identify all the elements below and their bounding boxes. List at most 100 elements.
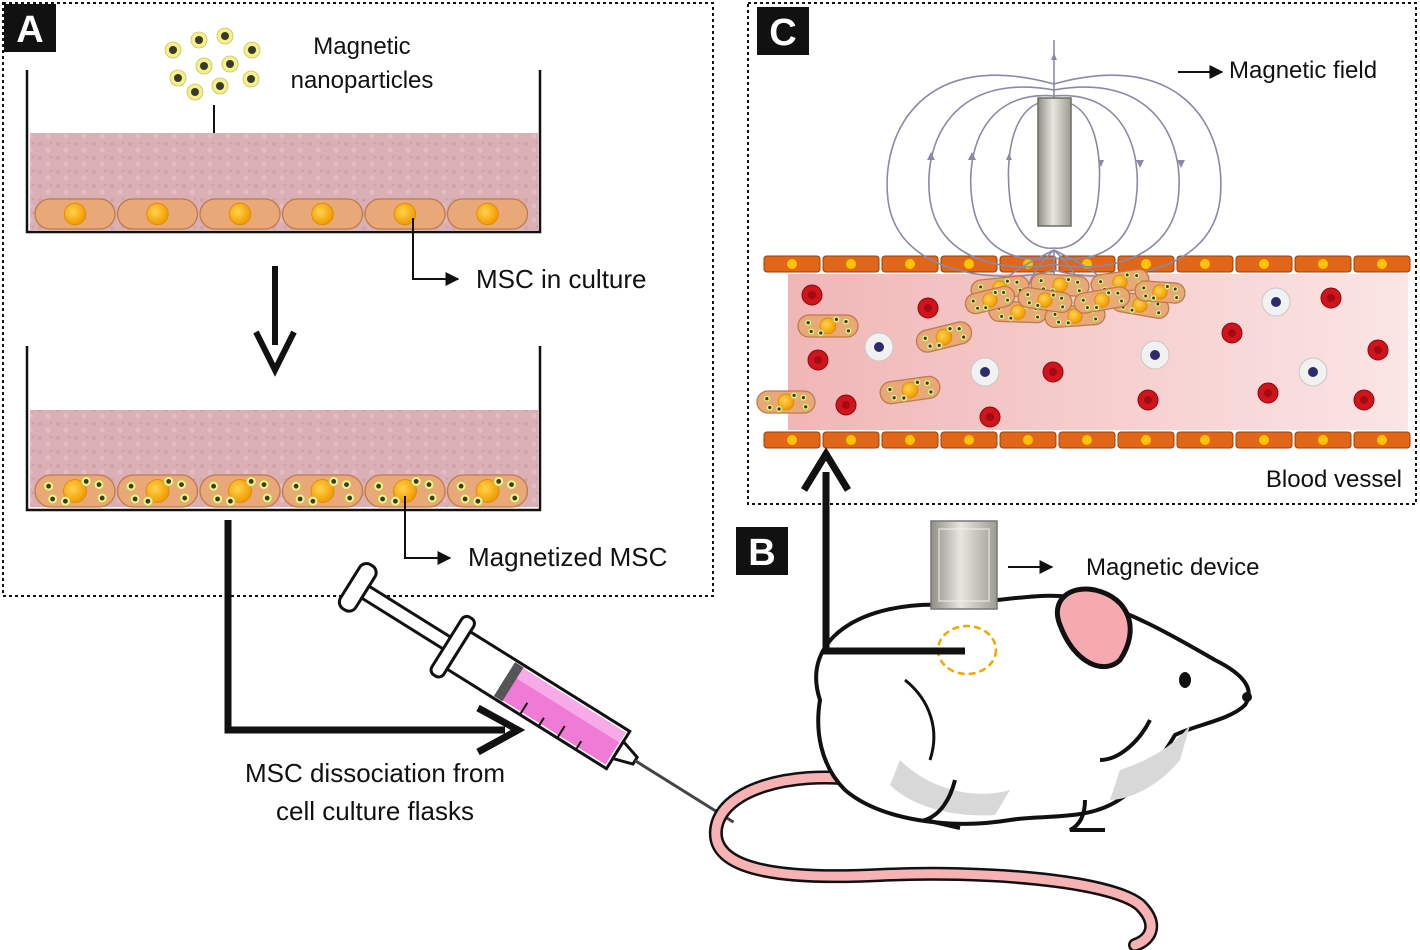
nanoparticle — [242, 70, 260, 88]
white-blood-cell — [1298, 357, 1328, 387]
nanoparticle — [1142, 292, 1150, 300]
vessel-wall-bottom — [763, 431, 1411, 449]
nanoparticle — [1059, 303, 1066, 311]
nanoparticle — [455, 481, 467, 492]
endothelial-cell — [1294, 431, 1352, 449]
nanoparticle — [1171, 285, 1179, 293]
white-blood-cell — [970, 357, 1000, 387]
endothelial-cell — [1176, 255, 1234, 273]
accumulated-magnetized-msc — [1073, 286, 1131, 314]
magnetic-device-label: Magnetic device — [1086, 554, 1259, 581]
accumulated-magnetized-msc — [1090, 268, 1150, 296]
magnetized-msc-cell — [446, 474, 529, 508]
magnetic-field-lines — [886, 40, 1222, 289]
mouse-tail — [711, 773, 1156, 950]
vessel-contents — [756, 268, 1389, 428]
red-blood-cell — [801, 284, 823, 306]
msc-culture-pointer — [412, 218, 460, 286]
nanoparticle — [243, 41, 261, 59]
endothelial-cell — [940, 431, 998, 449]
nanoparticle — [977, 283, 985, 291]
nanoparticle — [991, 289, 999, 296]
blood-vessel-label: Blood vessel — [1266, 466, 1402, 493]
nanoparticle — [763, 395, 771, 403]
red-blood-cell — [1320, 287, 1342, 309]
panel-a-letter: A — [16, 9, 43, 51]
nanoparticle — [923, 379, 931, 387]
nanoparticle — [799, 393, 808, 402]
dissociation-arrow — [224, 520, 526, 756]
culture-flask-bottom — [25, 346, 542, 512]
red-blood-cell — [1353, 389, 1375, 411]
nanoparticle — [886, 385, 894, 394]
culture-flask-top — [25, 70, 542, 234]
circulating-magnetized-msc — [879, 375, 941, 405]
nanoparticle — [290, 481, 302, 492]
syringe-plunger-seal — [493, 662, 524, 702]
msc-cell — [116, 198, 199, 230]
panel-c-frame — [747, 2, 1417, 505]
endothelial-cell — [1235, 431, 1293, 449]
nanoparticle — [1123, 271, 1131, 279]
nanoparticle — [959, 333, 968, 341]
panel-c-badge — [757, 7, 809, 55]
nanoparticle — [926, 342, 934, 350]
mouse-body — [814, 593, 1251, 826]
msc-cell-row-top — [34, 198, 529, 230]
nanoparticle — [1055, 318, 1062, 326]
dissociation-label-line2: cell culture flasks — [276, 796, 474, 826]
nanoparticle — [1173, 294, 1181, 301]
nanoparticle — [163, 476, 174, 487]
nanoparticle — [1128, 306, 1136, 314]
nanoparticle — [946, 324, 954, 333]
mouse-chest-shade — [1110, 725, 1190, 800]
panel-a-badge — [4, 4, 56, 52]
endothelial-cell — [1058, 431, 1116, 449]
endothelial-cell — [881, 255, 939, 273]
white-blood-cell — [864, 332, 894, 362]
nanoparticle — [96, 492, 108, 504]
accumulated-magnetized-msc — [1017, 286, 1073, 314]
mouse-front-leg — [1068, 799, 1105, 832]
nanoparticle — [129, 493, 141, 505]
panel-b: B Magnetic device — [736, 447, 1259, 655]
red-blood-cell — [807, 349, 829, 371]
nanoparticle — [998, 313, 1005, 320]
nanoparticle — [969, 297, 977, 305]
red-blood-cell — [917, 297, 939, 319]
magnetized-msc-cell — [199, 474, 281, 508]
circulating-magnetized-msc — [797, 314, 859, 338]
nanoparticle — [1097, 278, 1105, 286]
endothelial-cell — [822, 255, 880, 273]
white-blood-cell — [1261, 287, 1291, 317]
nanoparticle — [775, 405, 783, 413]
nanoparticle — [390, 496, 401, 507]
nanoparticle — [1004, 296, 1011, 304]
nanoparticle — [472, 496, 484, 507]
red-blood-cell — [1257, 382, 1279, 404]
nanoparticle — [1105, 289, 1113, 297]
red-blood-cell — [835, 394, 857, 416]
endothelial-cell — [999, 431, 1057, 449]
nanoparticle — [1084, 304, 1091, 312]
mouse-hind-leg — [917, 779, 961, 830]
msc-culture-label: MSC in culture — [476, 264, 647, 294]
flask-wall-top — [25, 70, 542, 234]
nanoparticle — [817, 329, 825, 337]
magnetized-msc-cell — [34, 474, 116, 508]
nanoparticle — [844, 327, 853, 335]
nanoparticle — [341, 479, 352, 490]
nanoparticle — [1114, 289, 1122, 297]
msc-cell — [446, 198, 529, 230]
nanoparticle — [169, 69, 187, 87]
nanoparticle — [1064, 319, 1072, 327]
mouse — [708, 586, 1252, 950]
nanoparticles-label-line2: nanoparticles — [291, 67, 434, 94]
nanoparticle — [307, 496, 319, 507]
nanoparticle — [506, 479, 517, 490]
nanoparticle — [1140, 284, 1148, 292]
nanoparticle — [225, 496, 236, 507]
nanoparticle — [935, 341, 943, 350]
nanoparticle — [1007, 314, 1015, 322]
msc-cell — [364, 198, 446, 230]
